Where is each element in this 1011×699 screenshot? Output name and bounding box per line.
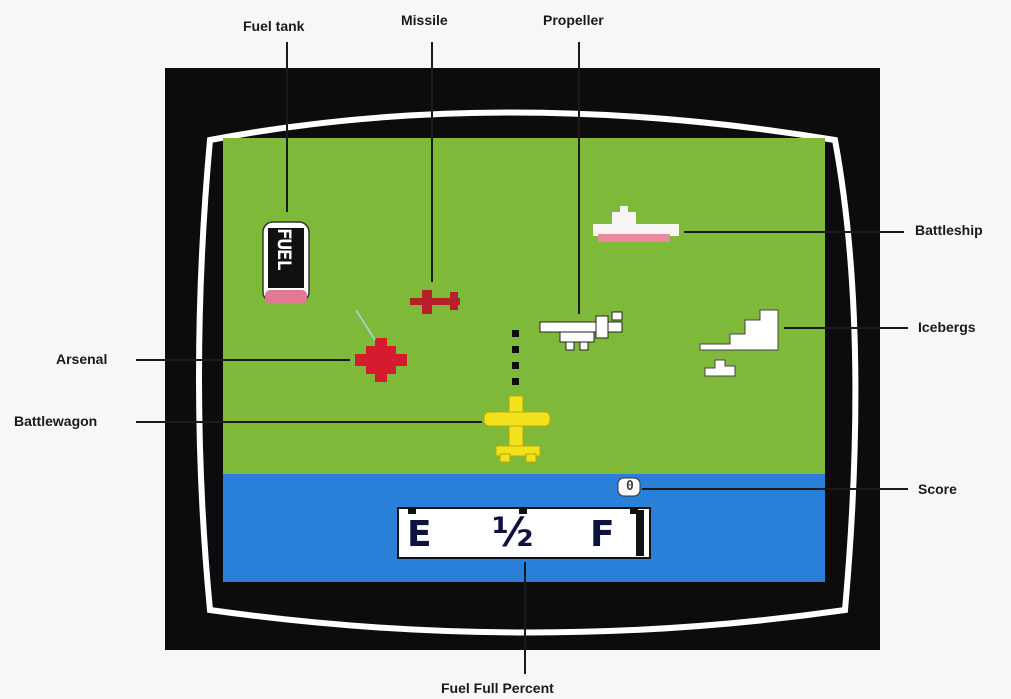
gauge-half-label: ½ bbox=[492, 510, 533, 556]
label-propeller: Propeller bbox=[543, 12, 604, 28]
label-battlewagon: Battlewagon bbox=[14, 413, 97, 429]
label-fuel-full-percent: Fuel Full Percent bbox=[441, 680, 554, 696]
score-leader bbox=[642, 488, 908, 490]
label-arsenal: Arsenal bbox=[56, 351, 107, 367]
label-missile: Missile bbox=[401, 12, 448, 28]
fuel-tank-text: FUEL bbox=[273, 228, 295, 288]
score-value: 0 bbox=[626, 479, 634, 494]
label-battleship: Battleship bbox=[915, 222, 983, 238]
fuel-full-percent-leader bbox=[524, 562, 526, 674]
arsenal-leader bbox=[136, 359, 350, 361]
battlewagon-leader bbox=[136, 421, 482, 423]
fuel-tank-leader bbox=[286, 42, 288, 212]
gauge-empty-label: E bbox=[407, 514, 432, 555]
icebergs-leader bbox=[784, 327, 908, 329]
label-score: Score bbox=[918, 481, 957, 497]
missile-leader bbox=[431, 42, 433, 282]
fuel-needle bbox=[636, 510, 644, 556]
label-fuel-tank: Fuel tank bbox=[243, 18, 304, 34]
label-icebergs: Icebergs bbox=[918, 319, 976, 335]
gauge-full-label: F bbox=[590, 514, 615, 555]
propeller-leader bbox=[578, 42, 580, 314]
battleship-leader bbox=[684, 231, 904, 233]
